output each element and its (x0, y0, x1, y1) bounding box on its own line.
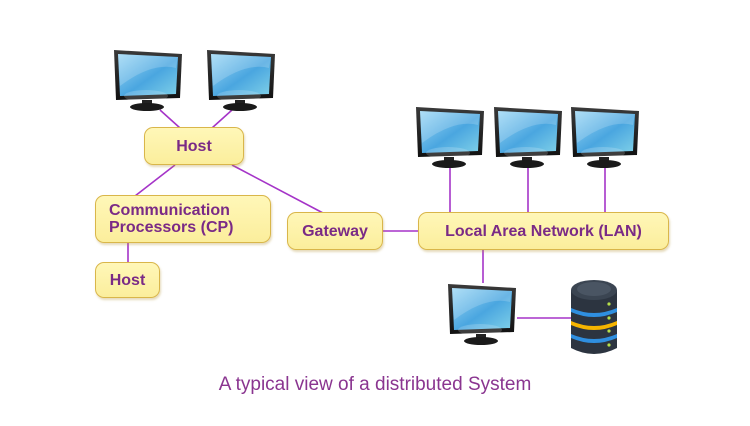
desktop-monitor-icon (205, 46, 277, 112)
database-server-icon (571, 280, 617, 354)
lan-node: Local Area Network (LAN) (418, 212, 669, 250)
link-host-cp (134, 164, 176, 197)
host-node-bottom: Host (95, 262, 160, 298)
cp-label-line1: Communication (109, 202, 230, 219)
gateway-label: Gateway (302, 222, 368, 240)
lan-label: Local Area Network (LAN) (445, 222, 642, 240)
communication-processors-node: Communication Processors (CP) (95, 195, 271, 243)
host-label: Host (109, 271, 146, 289)
link-monitor2-host (211, 109, 233, 129)
desktop-monitor-icon (492, 103, 564, 169)
link-host-gateway (231, 164, 324, 214)
diagram-caption: A typical view of a distributed System (218, 374, 532, 395)
gateway-node: Gateway (287, 212, 383, 250)
desktop-monitor-icon (446, 280, 518, 346)
desktop-monitor-icon (569, 103, 641, 169)
cp-label-line2: Processors (CP) (109, 219, 234, 236)
desktop-monitor-icon (414, 103, 486, 169)
desktop-monitor-icon (112, 46, 184, 112)
link-monitor1-host (159, 109, 181, 129)
host-label: Host (176, 137, 212, 155)
host-node-top: Host (144, 127, 244, 165)
